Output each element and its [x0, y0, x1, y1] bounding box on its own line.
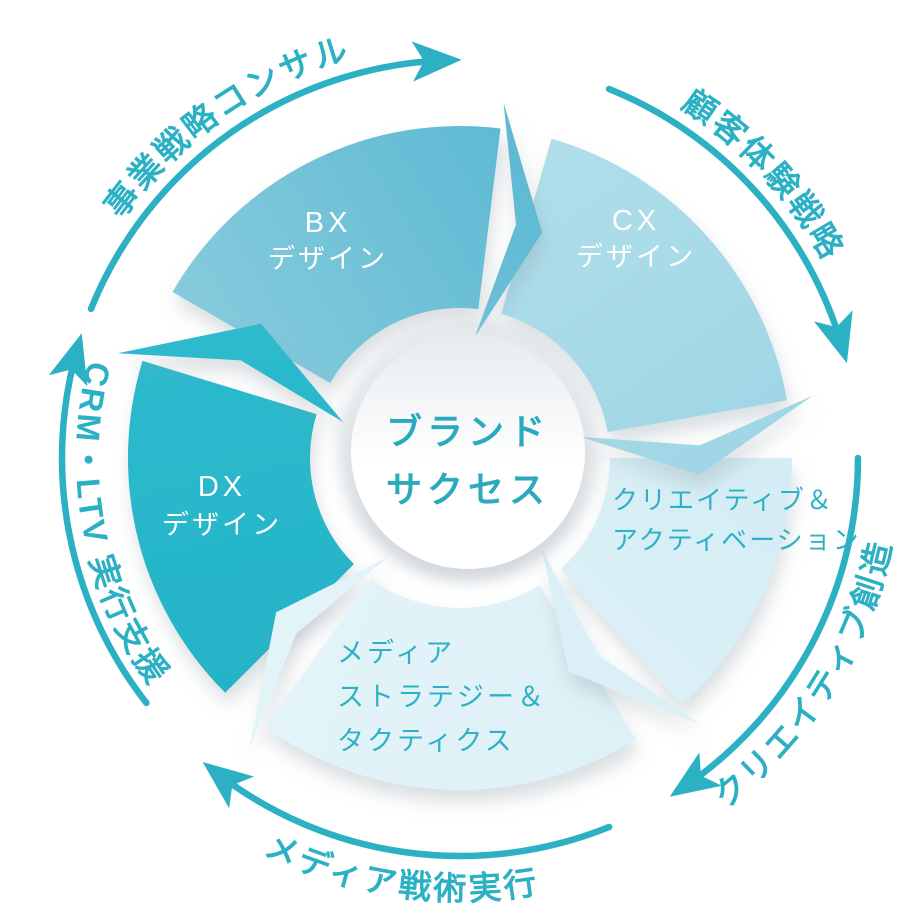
segment-media-label-line1: メディア [337, 638, 455, 668]
segment-creative-label-line1: クリエイティブ＆ [612, 485, 834, 515]
segment-creative-label-line2: アクティベーション [612, 525, 861, 555]
segment-creative-activation-arrow [541, 458, 792, 724]
segment-ring [117, 102, 813, 790]
outer-arrow-business-strategy [87, 41, 462, 313]
segment-media-strategy-arrow [249, 556, 636, 790]
center-hub-circle [351, 335, 585, 569]
center-label-line1: ブランド [386, 411, 550, 452]
outer-arrows [48, 41, 862, 860]
center-hub-halo [338, 322, 598, 582]
segment-cx-label-line1: CX [612, 205, 660, 237]
segment-cx-arrow [501, 138, 813, 475]
segment-media-label-line2: ストラテジー＆ [337, 682, 547, 712]
segment-bx-arrow [172, 102, 543, 383]
outer-label-media-tactics: メディア戦術実行 [260, 826, 542, 907]
segment-media-label-line3: タクティクス [337, 726, 515, 756]
outer-arrow-creative-creation [669, 454, 862, 797]
center-label-line2: サクセス [386, 469, 550, 510]
segment-bx-label-line1: BX [305, 207, 352, 239]
segment-dx-label-line1: DX [198, 471, 246, 503]
outer-arrow-media-tactics [202, 762, 613, 860]
segment-labels: BX デザイン CX デザイン クリエイティブ＆ アクティベーション メディア … [162, 205, 861, 756]
outer-arrow-crm-ltv [48, 333, 150, 707]
segment-cx-label-line2: デザイン [576, 242, 696, 272]
outer-arrow-customer-experience [605, 85, 853, 364]
segment-bx-label-line2: デザイン [268, 244, 388, 274]
segment-dx-arrow-head [117, 323, 344, 423]
center-hub: ブランド サクセス [338, 322, 598, 582]
segment-dx-label-line2: デザイン [162, 510, 282, 540]
